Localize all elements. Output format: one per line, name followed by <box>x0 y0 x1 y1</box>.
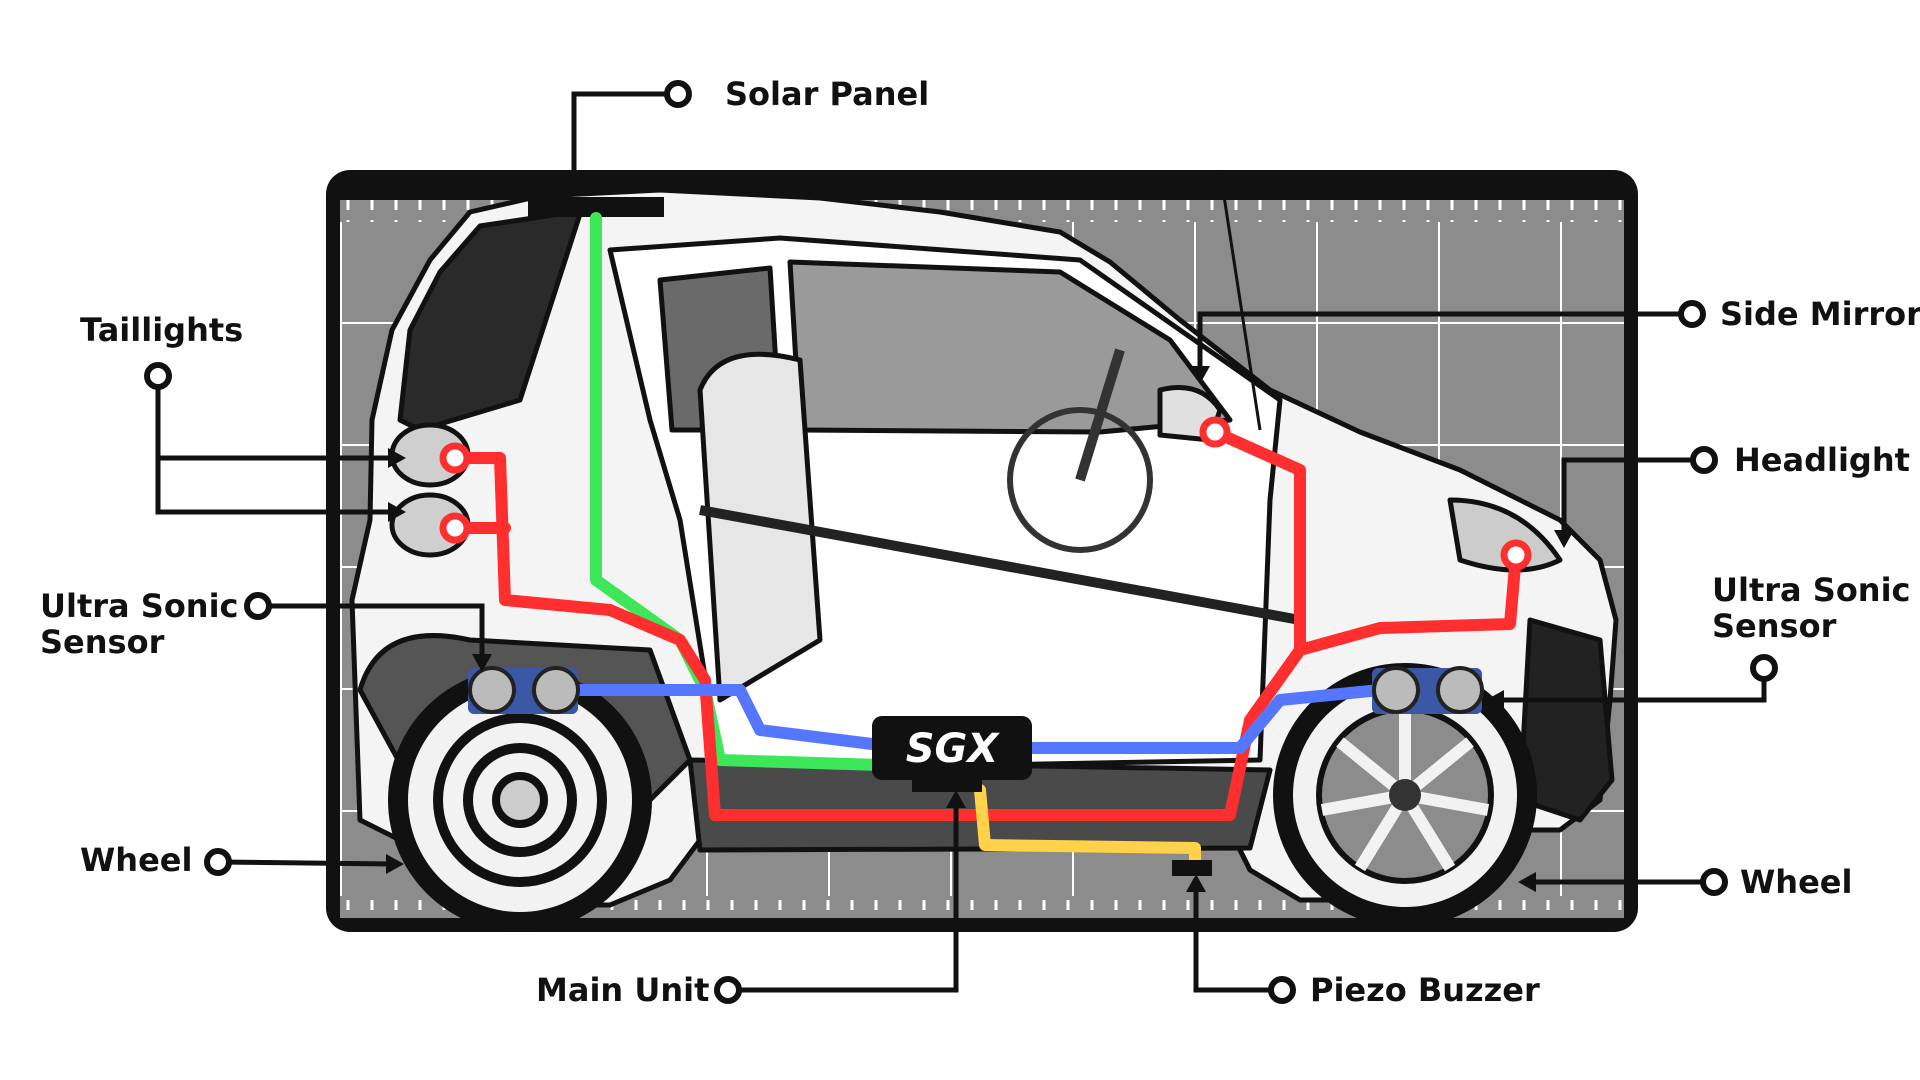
label-wheel-front: Wheel <box>1740 863 1853 901</box>
leader-headlight <box>1561 457 1704 536</box>
leader-wheel-rear <box>217 859 395 867</box>
label-solar-panel: Solar Panel <box>725 75 930 113</box>
label-side-mirror: Side Mirror <box>1720 295 1920 333</box>
label-wheel-rear: Wheel <box>80 841 193 879</box>
leader-taillights <box>155 376 390 515</box>
main-unit: SGX <box>872 716 1032 792</box>
label-headlight: Headlight <box>1734 441 1910 479</box>
leader-endpoints <box>144 80 1778 1004</box>
front-wheel <box>1273 663 1537 927</box>
label-ultrasonic-front-line1: Ultra Sonic <box>1712 571 1911 609</box>
leader-solar-panel <box>571 91 678 170</box>
leader-ultrasonic-rear <box>258 603 485 660</box>
arrowheads <box>386 366 1574 892</box>
solar-panel <box>528 197 664 217</box>
power-wire-mirror <box>1209 426 1306 656</box>
label-ultrasonic-rear-line1: Ultra Sonic <box>40 587 239 625</box>
label-taillights: Taillights <box>80 311 244 349</box>
sensor-wire <box>569 684 1386 754</box>
buzzer-wire <box>974 784 1201 868</box>
label-main-unit: Main Unit <box>536 971 710 1009</box>
wiring <box>439 212 1532 868</box>
leader-side-mirror <box>1197 311 1692 372</box>
label-ultrasonic-front-line2: Sensor <box>1712 607 1837 645</box>
ultrasonic-sensor-front <box>1372 666 1484 714</box>
label-piezo-buzzer: Piezo Buzzer <box>1310 971 1540 1009</box>
piezo-buzzer <box>1172 860 1212 876</box>
label-ultrasonic-rear-line2: Sensor <box>40 623 165 661</box>
power-wire-taillight-top <box>449 452 1522 821</box>
rear-wheel <box>388 668 652 932</box>
leader-lines <box>155 91 1767 993</box>
ultrasonic-sensor-rear <box>468 666 580 714</box>
leader-piezo-buzzer <box>1193 884 1282 993</box>
leader-main-unit <box>728 800 959 993</box>
main-unit-logo: SGX <box>906 726 1001 772</box>
